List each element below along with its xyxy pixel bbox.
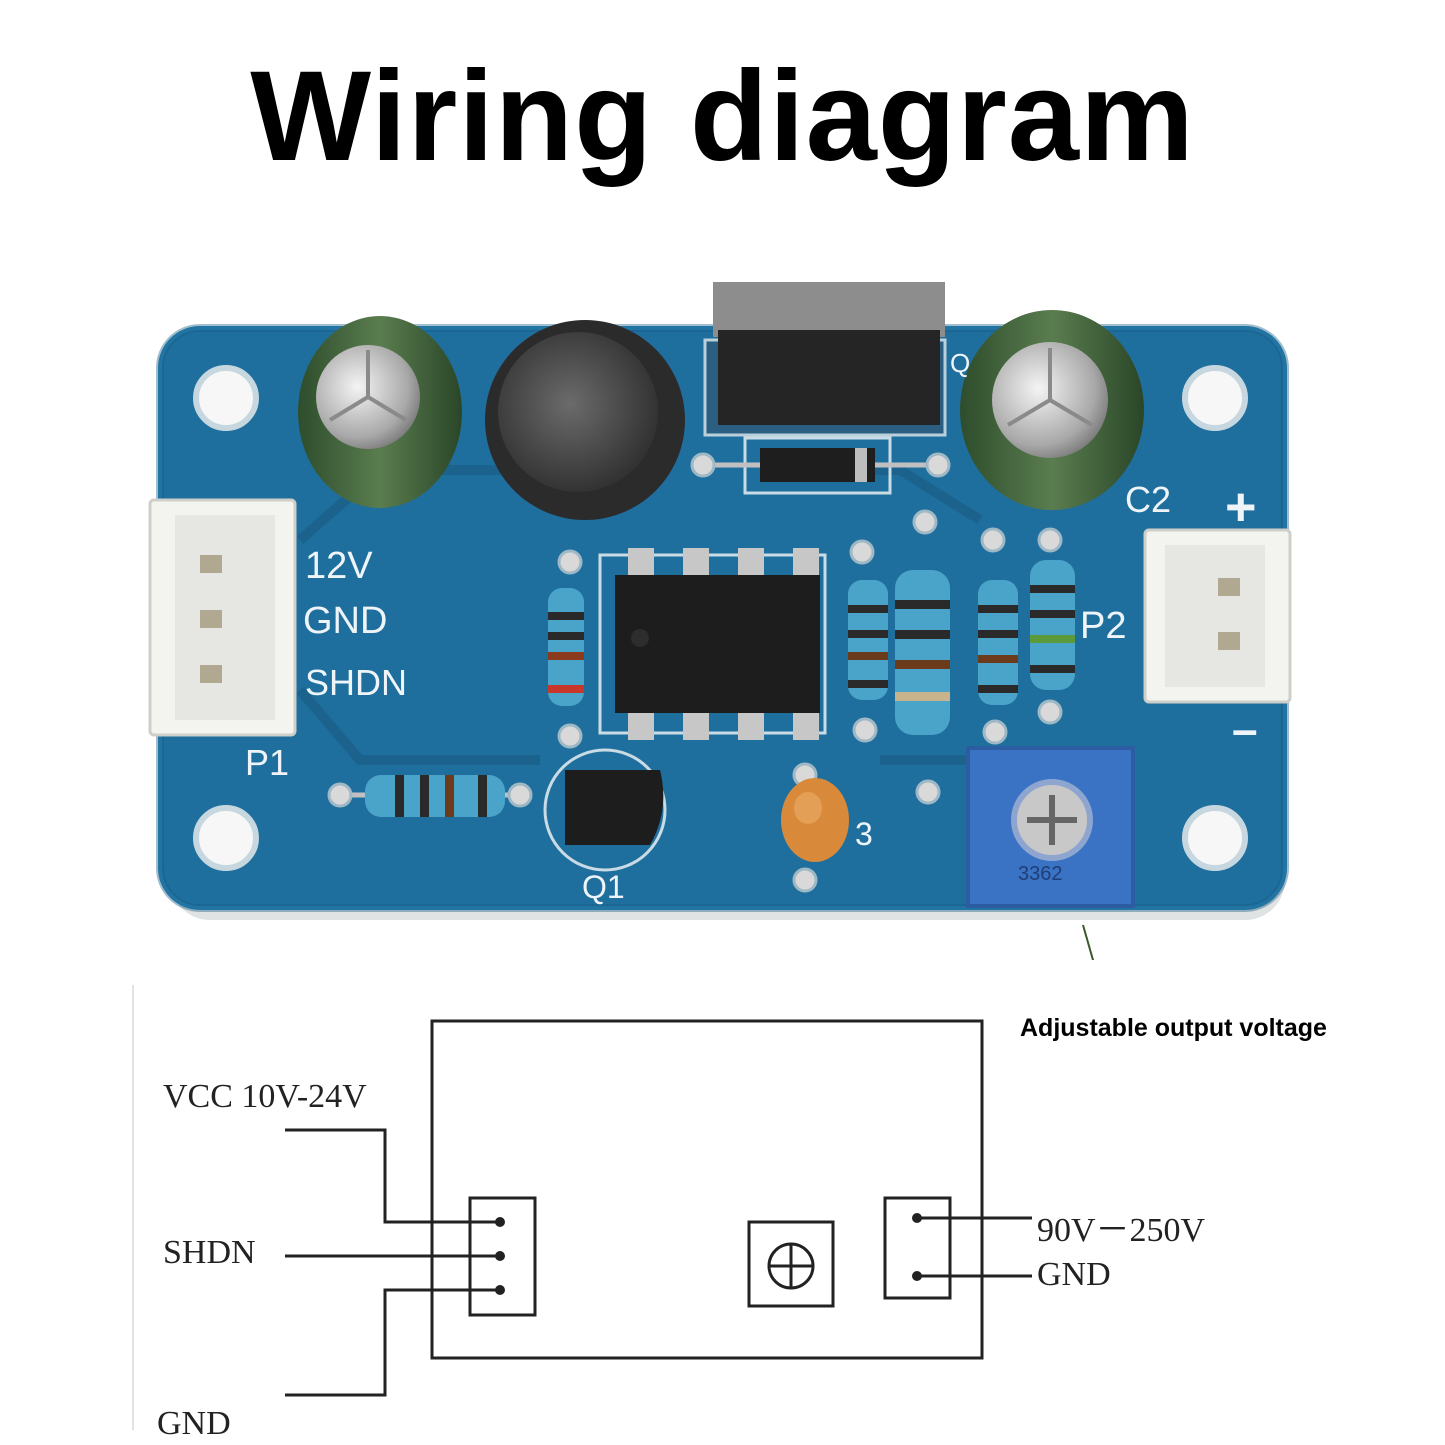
- inductor: [485, 320, 685, 520]
- page-title: Wiring diagram: [250, 45, 1195, 188]
- resistor: [978, 580, 1018, 705]
- silk-shdn: SHDN: [305, 662, 407, 703]
- silk-plus: +: [1225, 477, 1257, 537]
- silk-12v: 12V: [305, 545, 373, 587]
- callout-line: [1082, 924, 1095, 960]
- trimmer-potentiometer: [966, 746, 1135, 908]
- silk-minus: –: [1232, 703, 1258, 755]
- silk-p2: P2: [1080, 605, 1126, 647]
- wire-gnd: [285, 1288, 500, 1397]
- transistor-q: [703, 282, 947, 437]
- label-hv-out: 90V－250V: [1037, 1212, 1206, 1249]
- ic-chip: [598, 548, 827, 740]
- connector-p2: [1143, 528, 1292, 704]
- mounting-hole: [193, 365, 1248, 871]
- silk-p1: P1: [245, 742, 289, 783]
- output-connector: [883, 1196, 952, 1300]
- label-gnd-out: GND: [1037, 1256, 1111, 1293]
- label-vcc: VCC 10V-24V: [163, 1078, 367, 1115]
- silk-trimmer-code: 3362: [1018, 863, 1063, 885]
- resistor: [895, 570, 950, 735]
- connector-p1: [148, 498, 297, 737]
- silk-q1: Q1: [582, 869, 625, 905]
- resistor: [1030, 560, 1075, 690]
- silkscreen-labels: 12V GND SHDN P1 P2 C2 Q1 3 + – Q 3362: [245, 348, 1258, 905]
- capacitor-c3: [781, 778, 849, 862]
- wire-vcc: [285, 1128, 500, 1224]
- input-connector: [468, 1196, 537, 1317]
- module-outline: [430, 1019, 984, 1360]
- silk-q: Q: [950, 348, 970, 378]
- label-shdn: SHDN: [163, 1234, 256, 1271]
- silk-c2: C2: [1125, 479, 1171, 520]
- capacitor-c1: [298, 316, 462, 508]
- potentiometer-icon: [747, 1220, 835, 1308]
- transistor-q1: [543, 748, 667, 872]
- diode: [705, 436, 940, 495]
- resistor: [848, 580, 888, 700]
- silk-c3: 3: [855, 816, 873, 852]
- capacitor-c2: [960, 310, 1144, 510]
- silk-gnd: GND: [303, 600, 387, 642]
- callout-adjustable-output: Adjustable output voltage: [1020, 1014, 1327, 1042]
- label-gnd-in: GND: [157, 1405, 231, 1442]
- resistor: [340, 775, 520, 817]
- resistor: [548, 588, 584, 706]
- pcb-board-photo: 12V GND SHDN P1 P2 C2 Q1 3 + – Q 3362: [148, 282, 1292, 960]
